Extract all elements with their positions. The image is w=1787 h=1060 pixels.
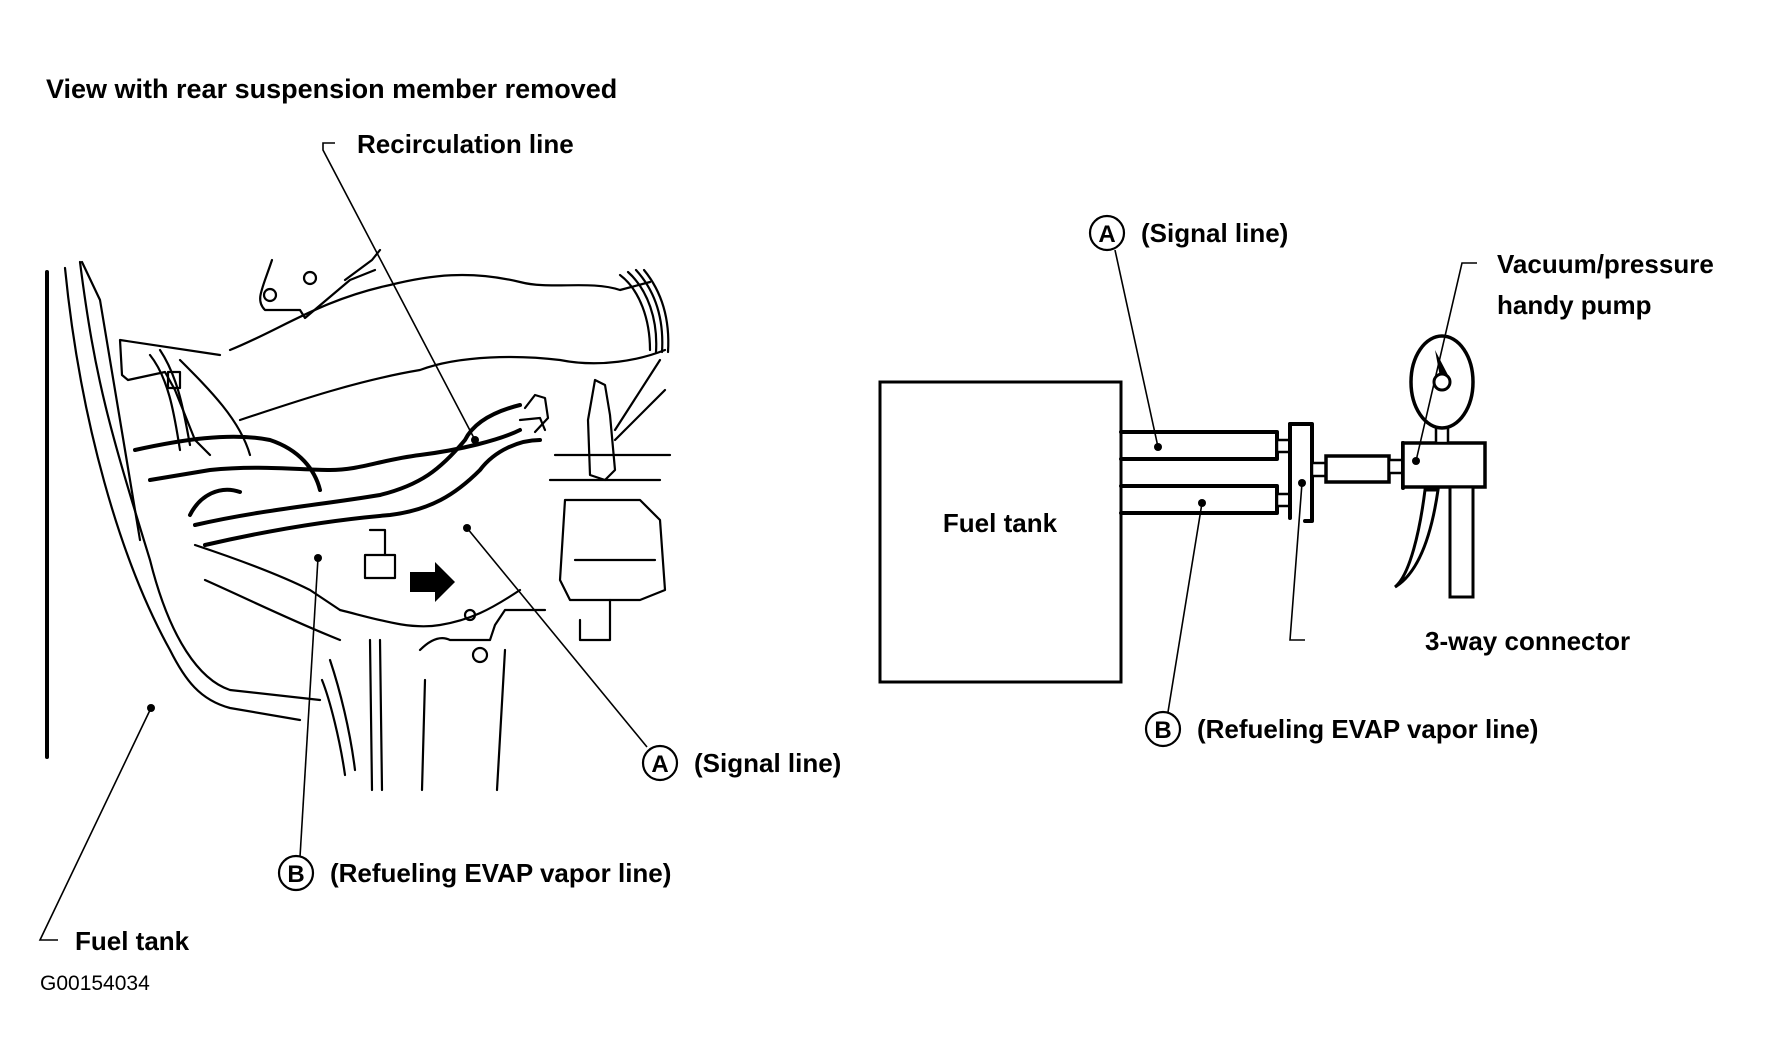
connector-label: 3-way connector (1425, 626, 1630, 656)
figure-code: G00154034 (40, 972, 150, 995)
engine-components-drawing (118, 248, 672, 792)
callout-b-letter-right: B (1154, 717, 1171, 744)
callout-a-circle (641, 744, 679, 782)
connector-callout: 3-way connector (1289, 479, 1630, 656)
signal-line-label-right: (Signal line) (1141, 218, 1288, 248)
signal-line-label: (Signal line) (694, 748, 841, 778)
callout-a-letter: A (651, 751, 668, 778)
recirculation-leader (322, 142, 476, 441)
right-vapor-line-callout: B (Refueling EVAP vapor line) (1144, 499, 1538, 748)
vapor-line-tube (1119, 484, 1279, 515)
tank-outline (63, 260, 322, 722)
flow-arrow-icon (410, 562, 455, 602)
left-vapor-line-callout: B (Refueling EVAP vapor line) (277, 554, 671, 892)
right-signal-line-callout: A (Signal line) (1088, 214, 1288, 451)
callout-a-letter-right: A (1098, 221, 1115, 248)
callout-b-letter: B (287, 861, 304, 888)
vapor-line-label-right: (Refueling EVAP vapor line) (1197, 714, 1538, 744)
right-schematic: Fuel tank A (878, 214, 1714, 748)
pump-label-line1: Vacuum/pressure (1497, 249, 1714, 279)
fuel-tank-label-right: Fuel tank (943, 508, 1058, 538)
recirculation-line-label: Recirculation line (357, 129, 574, 159)
pump-lever (1393, 488, 1440, 589)
callout-b-circle (277, 854, 315, 892)
left-signal-line-callout: A (Signal line) (463, 524, 841, 782)
vapor-line-label: (Refueling EVAP vapor line) (330, 858, 671, 888)
signal-line-tube (1119, 430, 1279, 461)
left-view-title: View with rear suspension member removed (46, 74, 617, 104)
pump-callout: Vacuum/pressure handy pump (1412, 249, 1714, 465)
adapter-tube (1324, 454, 1391, 484)
recirculation-line-callout: Recirculation line (322, 129, 574, 444)
left-view: View with rear suspension member removed… (38, 74, 841, 995)
left-fuel-tank-callout: Fuel tank (38, 704, 190, 956)
recirculation-leader-dot (471, 436, 479, 444)
pump-handle (1448, 485, 1475, 599)
fuel-tank-box (878, 380, 1123, 684)
fuel-tank-label-left: Fuel tank (75, 926, 190, 956)
pump-label-line2: handy pump (1497, 290, 1652, 320)
handy-pump-icon (1393, 334, 1487, 599)
